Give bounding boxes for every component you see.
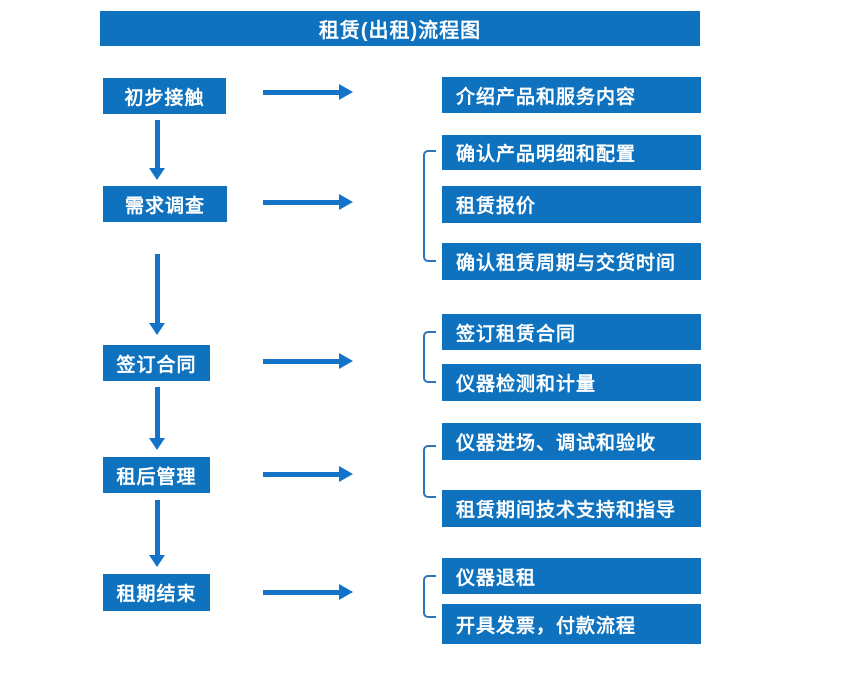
arrow-right-3 — [263, 359, 340, 364]
arrow-down-2 — [155, 254, 160, 324]
arrow-right-2 — [263, 200, 340, 205]
detail-rental-quote: 租赁报价 — [442, 186, 701, 223]
detail-tech-support: 租赁期间技术支持和指导 — [442, 490, 701, 527]
detail-confirm-period-delivery: 确认租赁周期与交货时间 — [442, 243, 701, 280]
detail-instrument-setup-acceptance: 仪器进场、调试和验收 — [442, 423, 701, 460]
arrow-down-4-head-icon — [149, 555, 165, 567]
arrow-right-1-head-icon — [339, 84, 353, 100]
flowchart-title: 租赁(出租)流程图 — [100, 11, 700, 46]
arrow-right-5 — [263, 590, 340, 595]
arrow-right-4 — [263, 472, 340, 477]
step-rental-end: 租期结束 — [103, 574, 210, 611]
bracket-sign-contract-group — [423, 331, 436, 383]
bracket-post-rental-group — [423, 445, 436, 498]
arrow-right-4-head-icon — [339, 466, 353, 482]
detail-instrument-inspection: 仪器检测和计量 — [442, 364, 701, 401]
step-demand-survey: 需求调查 — [103, 186, 227, 222]
detail-confirm-product-config: 确认产品明细和配置 — [442, 135, 701, 170]
step-sign-contract: 签订合同 — [103, 345, 210, 381]
detail-instrument-return: 仪器退租 — [442, 558, 701, 594]
arrow-down-4 — [155, 500, 160, 556]
detail-invoice-payment: 开具发票，付款流程 — [442, 604, 701, 644]
detail-introduce-products: 介绍产品和服务内容 — [442, 77, 701, 113]
arrow-right-5-head-icon — [339, 584, 353, 600]
bracket-demand-survey-group — [423, 150, 436, 262]
arrow-right-1 — [263, 90, 340, 95]
arrow-down-3 — [155, 387, 160, 439]
arrow-down-3-head-icon — [149, 438, 165, 450]
arrow-right-2-head-icon — [339, 194, 353, 210]
arrow-right-3-head-icon — [339, 353, 353, 369]
arrow-down-1 — [155, 120, 160, 169]
arrow-down-1-head-icon — [149, 168, 165, 180]
step-initial-contact: 初步接触 — [103, 78, 226, 114]
detail-sign-rental-contract: 签订租赁合同 — [442, 314, 701, 350]
bracket-rental-end-group — [423, 575, 436, 618]
arrow-down-2-head-icon — [149, 323, 165, 335]
step-post-rental-management: 租后管理 — [103, 457, 210, 493]
